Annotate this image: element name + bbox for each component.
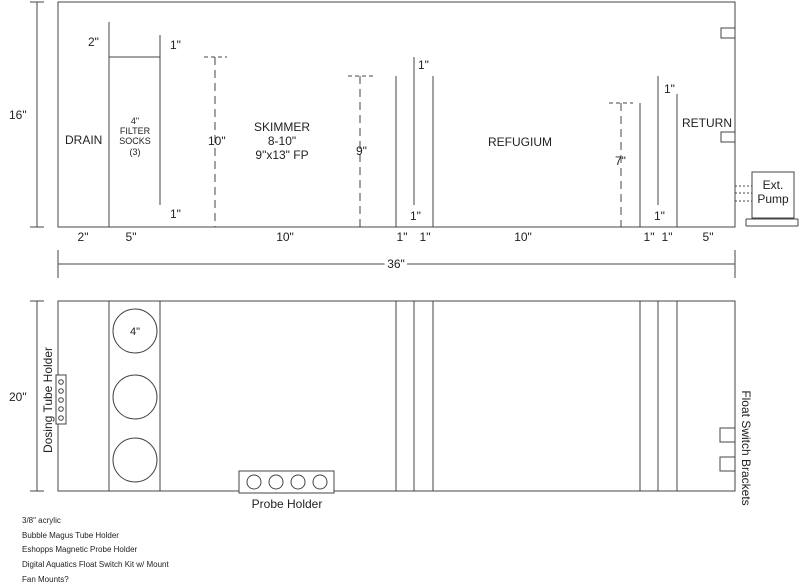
dim-3: 10"	[276, 230, 294, 244]
dim-4: 1"	[397, 230, 408, 244]
drain-top-label: 2"	[88, 35, 99, 49]
probe-holder-label: Probe Holder	[252, 497, 323, 511]
note-acrylic: 3/8" acrylic	[22, 516, 61, 525]
sock-line-2: FILTER	[120, 126, 151, 136]
note-float-switch: Digital Aquatics Float Switch Kit w/ Mou…	[22, 560, 169, 569]
dim-6: 10"	[514, 230, 532, 244]
skimmer-baffle-label: 10"	[208, 134, 226, 148]
dim-5: 1"	[420, 230, 431, 244]
sock-top-label: 1"	[170, 38, 181, 52]
dim-8: 1"	[662, 230, 673, 244]
sock-line-4: (3)	[130, 147, 141, 157]
return-baffle-label: 7"	[615, 154, 626, 168]
side-height-label: 16"	[9, 108, 27, 122]
pump-line-2: Pump	[757, 192, 789, 206]
bracket-mid	[720, 131, 736, 143]
return-bottom-label: 1"	[654, 209, 665, 223]
dim-2: 5"	[126, 230, 137, 244]
sock-line-1: 4"	[131, 116, 139, 126]
dim-1: 2"	[78, 230, 89, 244]
skimmer-line-2: 8-10"	[268, 134, 296, 148]
dosing-holder-label: Dosing Tube Holder	[41, 347, 55, 453]
bracket-top	[720, 27, 736, 39]
dim-9: 5"	[703, 230, 714, 244]
float-switch-label: Float Switch Brackets	[739, 390, 753, 505]
top-height-label: 20"	[9, 390, 27, 404]
dim-7: 1"	[644, 230, 655, 244]
filter-sock-1	[112, 308, 158, 354]
refugium-baffle-label: 9"	[356, 144, 367, 158]
return-label: RETURN	[682, 116, 732, 130]
filter-sock-3	[112, 437, 158, 483]
sock-line-3: SOCKS	[119, 136, 151, 146]
refugium-bottom-label: 1"	[410, 209, 421, 223]
note-tube-holder: Bubble Magus Tube Holder	[22, 531, 119, 540]
total-width-label: 36"	[387, 257, 405, 271]
probe-holder	[238, 470, 335, 494]
float-switch-bracket-2	[719, 456, 736, 472]
refugium-label: REFUGIUM	[488, 135, 552, 149]
note-probe-holder: Eshopps Magnetic Probe Holder	[22, 545, 138, 554]
filter-sock-2	[112, 374, 158, 420]
note-fan-mounts: Fan Mounts?	[22, 575, 69, 584]
drain-label: DRAIN	[65, 133, 102, 147]
sock-bottom-label: 1"	[170, 207, 181, 221]
skimmer-line-3: 9"x13" FP	[255, 148, 308, 162]
sock-size-label: 4"	[130, 326, 140, 338]
return-top-label: 1"	[664, 82, 675, 96]
refugium-top-label: 1"	[418, 58, 429, 72]
dosing-tube-holder	[55, 374, 67, 425]
float-switch-bracket-1	[719, 427, 736, 443]
skimmer-line-1: SKIMMER	[254, 120, 310, 134]
pump-line-1: Ext.	[763, 178, 784, 192]
external-pump	[751, 171, 795, 219]
